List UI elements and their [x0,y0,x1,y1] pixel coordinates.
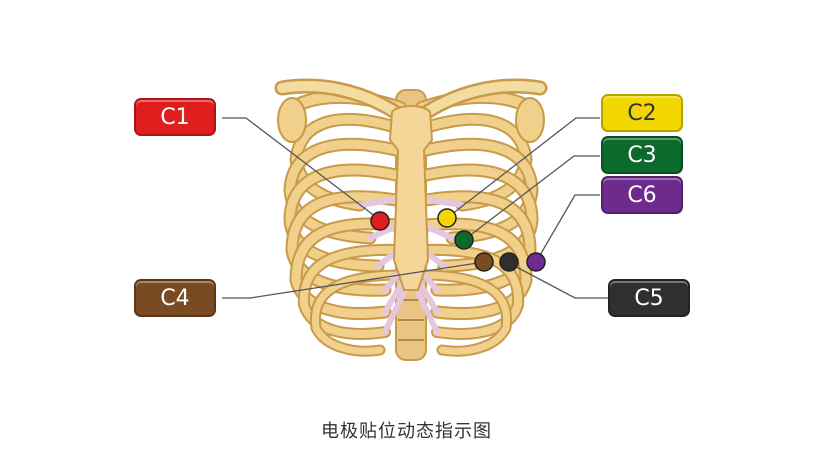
c6-leader [535,194,600,263]
label-c3[interactable]: C3 [601,136,683,174]
c3-leader [463,155,600,241]
label-c2[interactable]: C2 [601,94,683,132]
electrode-c4[interactable] [474,252,494,272]
electrode-c5[interactable] [499,252,519,272]
label-c6[interactable]: C6 [601,176,683,214]
leader-lines [222,117,608,299]
c4-leader [222,261,485,299]
right-shoulder-joint [515,97,545,143]
left-ribs [278,89,407,357]
label-c5[interactable]: C5 [608,279,690,317]
clavicles [274,78,548,120]
left-shoulder-joint [277,97,307,143]
c2-leader [446,117,600,219]
caption: 电极贴位动态指示图 [321,421,492,442]
electrode-c2[interactable] [437,208,457,228]
electrode-c6[interactable] [526,252,546,272]
c5-leader [508,262,608,299]
sternum [388,105,434,291]
label-c1[interactable]: C1 [134,98,216,136]
right-ribs [415,89,544,357]
c1-leader [222,117,381,221]
label-c4[interactable]: C4 [134,279,216,317]
electrode-c1[interactable] [370,211,390,231]
electrode-c3[interactable] [454,230,474,250]
